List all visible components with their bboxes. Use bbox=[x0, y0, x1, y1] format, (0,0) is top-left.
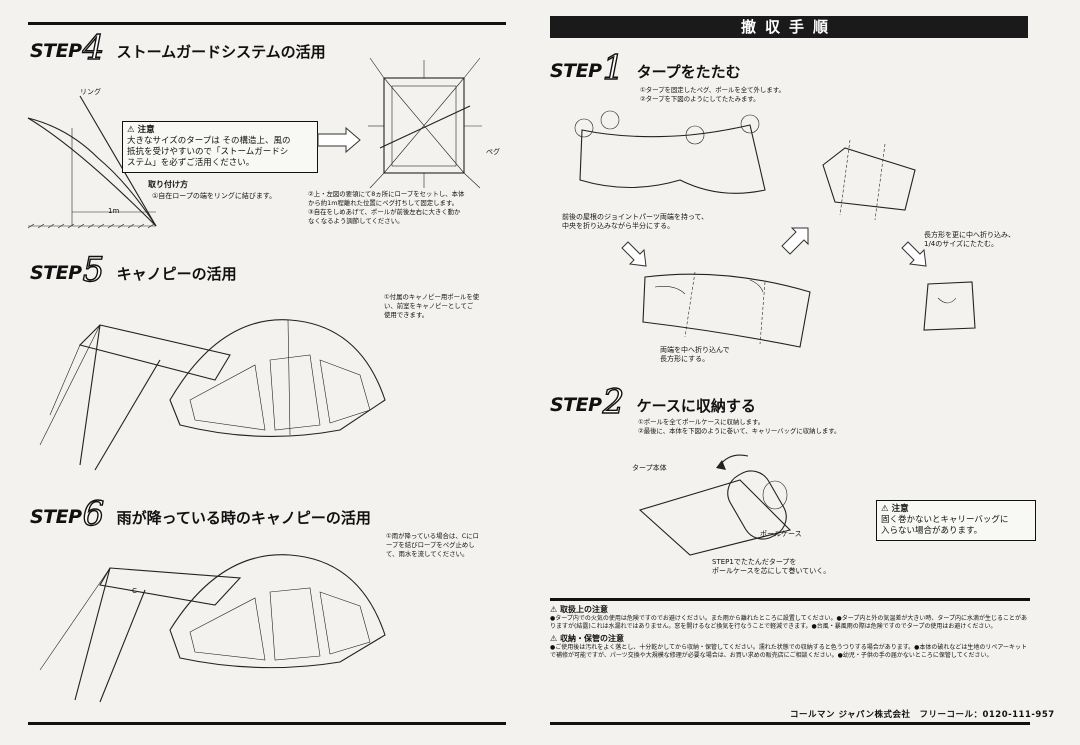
tarp-folded-illustration bbox=[923, 281, 976, 331]
step5-instructions: ①付属のキャノピー用ポールを使 い、前室をキャノピーとしてご 使用できます。 bbox=[384, 293, 480, 319]
storage-notes-title: ⚠ 収納・保管の注意 bbox=[550, 634, 624, 643]
step-number: 5 bbox=[82, 250, 105, 290]
c-point-label: C bbox=[132, 587, 137, 595]
step-word: STEP bbox=[550, 394, 602, 416]
top-rule bbox=[28, 22, 506, 25]
storm-guard-top-view bbox=[368, 57, 482, 189]
left-page: STEP 4 ストームガードシステムの活用 リング 1m ⚠ 注意 大きなサイズ… bbox=[27, 22, 506, 725]
handling-notes-text: ●タープ内での火気の使用は危険ですのでお避けください。また雨から離れたところに設… bbox=[550, 615, 1028, 630]
arrow-down-right-icon bbox=[621, 241, 647, 267]
step1-title: タープをたたむ bbox=[636, 62, 741, 81]
step-number: 6 bbox=[82, 494, 105, 534]
roll-instruction-label: STEP1でたたんだタープを ポールケースを芯にして巻いていく。 bbox=[712, 558, 831, 575]
step-word: STEP bbox=[30, 506, 82, 528]
step4-heading: STEP 4 ストームガードシステムの活用 bbox=[30, 28, 326, 68]
step-word: STEP bbox=[30, 262, 82, 284]
storage-notes-text: ●ご使用後は汚れをよく落とし、十分乾かしてから収納・保管してください。濡れた状態… bbox=[550, 644, 1027, 659]
notes-section: ⚠ 取扱上の注意 ●タープ内での火気の使用は危険ですのでお避けください。また雨か… bbox=[550, 602, 1030, 660]
warning-title: ⚠ 注意 bbox=[127, 125, 155, 135]
warning-text: 固く巻かないとキャリーバッグに 入らない場合があります。 bbox=[881, 515, 1009, 536]
warning-title: ⚠ 注意 bbox=[881, 504, 909, 514]
step6-title: 雨が降っている時のキャノピーの活用 bbox=[116, 508, 371, 527]
arrow-right-icon bbox=[317, 126, 361, 154]
ring-label: リング bbox=[80, 88, 101, 96]
peg-label: ペグ bbox=[486, 148, 500, 156]
warning-text: 大きなサイズのタープは その構造上、風の 抵抗を受けやすいので「ストームガードシ… bbox=[127, 136, 291, 168]
step6-instructions: ①雨が降っている場合は、Cにロ ープを結びロープをペグ止めし て、雨水を流してく… bbox=[386, 532, 479, 558]
step-number: 4 bbox=[82, 28, 105, 68]
step2-heading: STEP 2 ケースに収納する bbox=[550, 382, 756, 422]
step1-instructions: ①タープを固定したペグ、ポールを全て外します。 ②タープを下図のようにしてたたみ… bbox=[640, 86, 785, 103]
bottom-rule bbox=[550, 722, 1030, 725]
step-number: 2 bbox=[602, 382, 625, 422]
step5-title: キャノピーの活用 bbox=[116, 264, 237, 283]
step-number: 1 bbox=[602, 48, 625, 88]
attach-text: ①自在ロープの端をリングに結びます。 bbox=[152, 192, 277, 200]
tarp-holding-illustration bbox=[574, 110, 766, 194]
storm-guard-side-illustration bbox=[27, 95, 157, 229]
arrow-up-right-icon bbox=[781, 227, 809, 255]
handling-notes-title: ⚠ 取扱上の注意 bbox=[550, 605, 608, 614]
step1-heading: STEP 1 タープをたたむ bbox=[550, 48, 741, 88]
quarter-fold-label: 長方形を更に中へ折り込み、 1/4のサイズにたたむ。 bbox=[924, 231, 1015, 248]
step2-title: ケースに収納する bbox=[636, 396, 756, 415]
roll-warning: ⚠ 注意 固く巻かないとキャリーバッグに 入らない場合があります。 bbox=[876, 500, 1036, 541]
rain-canopy-illustration bbox=[39, 554, 386, 703]
tarp-halffold-illustration bbox=[642, 271, 811, 348]
tarp-body-label: タープ本体 bbox=[632, 464, 667, 472]
notes-rule bbox=[550, 598, 1030, 601]
joint-label: 前後の屋根のジョイントパーツ両端を持って、 中央を折り込みながら半分にする。 bbox=[562, 213, 709, 230]
tarp-quarter-illustration bbox=[822, 139, 916, 221]
arrow-down-right-icon bbox=[901, 241, 927, 267]
step4-title: ストームガードシステムの活用 bbox=[116, 42, 326, 61]
storm-guard-warning: ⚠ 注意 大きなサイズのタープは その構造上、風の 抵抗を受けやすいので「ストー… bbox=[122, 121, 318, 173]
step4-instructions: ②上・左図の要領にて8ヵ所にロープをセットし、本体 から約1m程離れた位置にペグ… bbox=[308, 190, 465, 225]
step-word: STEP bbox=[550, 60, 602, 82]
rolling-tarp-illustration bbox=[638, 454, 792, 556]
step5-heading: STEP 5 キャノピーの活用 bbox=[30, 250, 237, 290]
canopy-tent-illustration bbox=[39, 319, 386, 471]
attach-title: 取り付け方 bbox=[148, 180, 188, 189]
bottom-rule bbox=[28, 722, 506, 725]
right-page: 撤収手順 STEP 1 タープをたたむ ①タープを固定したペグ、ポールを全て外し… bbox=[540, 0, 1080, 745]
pole-case-label: ポールケース bbox=[760, 530, 802, 538]
teardown-banner: 撤収手順 bbox=[550, 16, 1028, 38]
step-word: STEP bbox=[30, 40, 82, 62]
fold-rectangle-label: 両端を中へ折り込んで 長方形にする。 bbox=[660, 346, 730, 363]
step2-instructions: ①ポールを全てポールケースに収納します。 ②最後に、本体を下図のように巻いて、キ… bbox=[638, 418, 841, 435]
step6-heading: STEP 6 雨が降っている時のキャノピーの活用 bbox=[30, 494, 371, 534]
company-contact: コールマン ジャパン株式会社 フリーコール：0120-111-957 bbox=[790, 710, 1055, 720]
distance-label: 1m bbox=[108, 207, 120, 215]
